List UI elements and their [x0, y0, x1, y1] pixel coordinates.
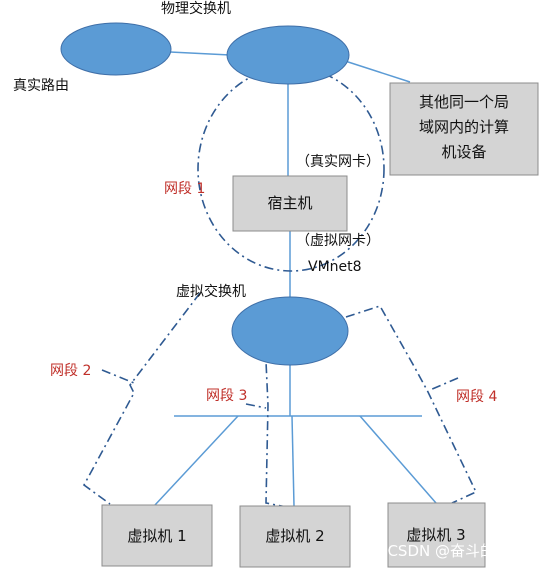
vm-1-box	[101, 504, 213, 567]
physical-switch-node	[226, 25, 350, 85]
vm-1-label: 虚拟机 1	[127, 527, 186, 545]
watermark: CSDN @奋斗的啊强	[387, 542, 525, 560]
link-bus-vm3	[359, 415, 437, 504]
other-devices-line-3: 机设备	[441, 143, 486, 161]
vmnet-label: VMnet8	[308, 259, 362, 275]
real-router-node	[60, 22, 172, 76]
vm-3-box	[387, 502, 486, 568]
virtual-switch-label: 虚拟交换机	[176, 283, 246, 300]
vm-2-box	[239, 505, 351, 568]
segment-3-pointer	[245, 403, 267, 409]
segment-2-label: 网段 2	[50, 363, 91, 379]
segment-1-label: 网段 1	[164, 181, 205, 197]
vm-3-label: 虚拟机 3	[406, 526, 465, 544]
segment-4-label: 网段 4	[456, 389, 497, 405]
segment-2-outline	[82, 292, 201, 505]
virtual-switch-node	[231, 296, 349, 366]
other-devices-box	[389, 82, 539, 176]
segment-3-label: 网段 3	[206, 388, 247, 404]
link-switch-other	[341, 59, 411, 83]
host-label: 宿主机	[267, 194, 312, 212]
virtual-nic-label: （虚拟网卡）	[296, 233, 380, 249]
vm-2-label: 虚拟机 2	[265, 527, 324, 545]
physical-switch-label: 物理交换机	[161, 0, 231, 17]
segment-4-outline	[345, 305, 478, 504]
link-router-switch	[169, 51, 231, 56]
segment-4-pointer	[429, 377, 459, 391]
real-nic-label: （真实网卡）	[296, 154, 380, 170]
link-bus-vm1	[154, 415, 239, 506]
real-router-label: 真实路由	[13, 78, 69, 94]
other-devices-line-2: 域网内的计算	[419, 118, 509, 136]
host-box	[232, 175, 348, 232]
segment-2-pointer	[101, 369, 135, 384]
other-devices-line-1: 其他同一个局	[419, 93, 509, 111]
link-bus-vm2	[291, 415, 295, 507]
